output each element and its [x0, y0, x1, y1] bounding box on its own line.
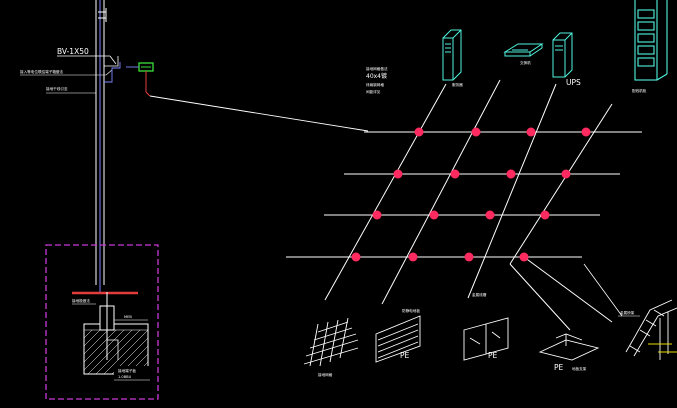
metal-bridge-icon — [625, 299, 677, 360]
foundation-note-4: 1.0BBU — [118, 375, 132, 379]
riser-note-1: 接入等电位联结端子箱做法 — [20, 69, 64, 74]
server-icon — [442, 29, 462, 81]
mesh-node — [581, 127, 591, 137]
mesh-node — [464, 252, 474, 262]
rack-label: 配线机柜 — [632, 88, 647, 93]
terminal-to-mesh-leader — [149, 95, 369, 132]
mesh-nodes — [351, 127, 591, 262]
mesh-node — [408, 252, 418, 262]
cable-tray-tag: PE — [488, 351, 498, 360]
mesh-node — [485, 210, 495, 220]
mesh-node — [506, 169, 516, 179]
mesh-node — [561, 169, 571, 179]
cable-label: BV-1X50 — [57, 47, 89, 56]
server-label: 服务器 — [452, 82, 463, 87]
mesh-note-line-1: 接地网格做法 — [366, 66, 388, 71]
mesh-horizontal-lines — [286, 131, 642, 258]
ground-terminal-icon — [126, 62, 154, 97]
mesh-node — [519, 252, 529, 262]
cable-tray-icon — [463, 317, 509, 361]
mesh-node — [471, 127, 481, 137]
mesh-note-line-3: 锌扁钢网格 — [366, 82, 384, 87]
mesh-node — [351, 252, 361, 262]
riser-note-2: 接地干线引至 — [46, 86, 68, 91]
foundation-note-2: MEB — [124, 315, 132, 319]
ups-icon — [552, 32, 573, 78]
foundation-note-1: 接地极做法 — [72, 298, 90, 303]
grid-label: 接地网格 — [318, 372, 333, 377]
mesh-node — [429, 210, 439, 220]
mesh-node — [526, 127, 536, 137]
mesh-note: 接地网格做法 40x4镀 锌扁钢网格 间距详见 — [366, 66, 388, 94]
foundation-note-3: 接地端子板 — [118, 368, 136, 373]
dim-marker — [648, 343, 677, 353]
mesh-node — [393, 169, 403, 179]
mesh-note-line-4: 间距详见 — [366, 89, 381, 94]
mesh-note-line-2: 40x4镀 — [366, 72, 387, 80]
switch-icon — [503, 43, 544, 57]
floor-support-label: 地板支架 — [572, 366, 587, 371]
ups-label: UPS — [566, 78, 581, 87]
grid-icon — [303, 317, 359, 367]
mesh-node — [414, 127, 424, 137]
riser-pole — [95, 0, 107, 292]
cable-tray-label: 金属线槽 — [472, 292, 487, 297]
cable-callout: BV-1X50 接入等电位联结端子箱做法 接地干线引至 — [20, 47, 121, 94]
mesh-node — [372, 210, 382, 220]
raised-floor-panel-icon — [375, 315, 421, 363]
raised-floor-panel-label: 防静电地板 — [402, 308, 420, 313]
mesh-node — [540, 210, 550, 220]
floor-support-tag: PE — [554, 363, 564, 372]
mesh-diagonal-lines — [324, 79, 613, 331]
floor-support-icon — [538, 333, 600, 361]
foundation-box: 接地极做法 MEB 接地端子板 1.0BBU — [45, 244, 159, 400]
rack-icon — [634, 0, 668, 81]
switch-label: 交换机 — [520, 60, 531, 65]
mesh-node — [450, 169, 460, 179]
raised-floor-panel-tag: PE — [400, 351, 410, 360]
metal-bridge-label: 金属桥架 — [620, 310, 635, 315]
